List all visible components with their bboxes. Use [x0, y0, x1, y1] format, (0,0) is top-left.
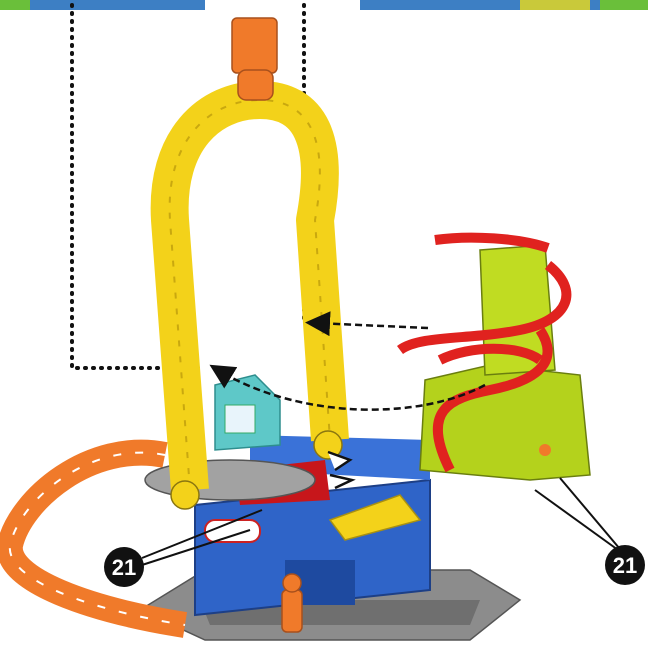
callout-badge-right: 21 — [605, 545, 645, 585]
callout-badge-left: 21 — [104, 547, 144, 587]
callout-leader-right — [535, 478, 625, 555]
orange-figure — [282, 574, 302, 632]
callout-number-left: 21 — [112, 555, 136, 580]
top-left-inset-edge — [0, 0, 205, 10]
callout-number-right: 21 — [613, 553, 637, 578]
top-right-inset-edge — [360, 0, 648, 10]
orange-topper — [232, 18, 277, 100]
